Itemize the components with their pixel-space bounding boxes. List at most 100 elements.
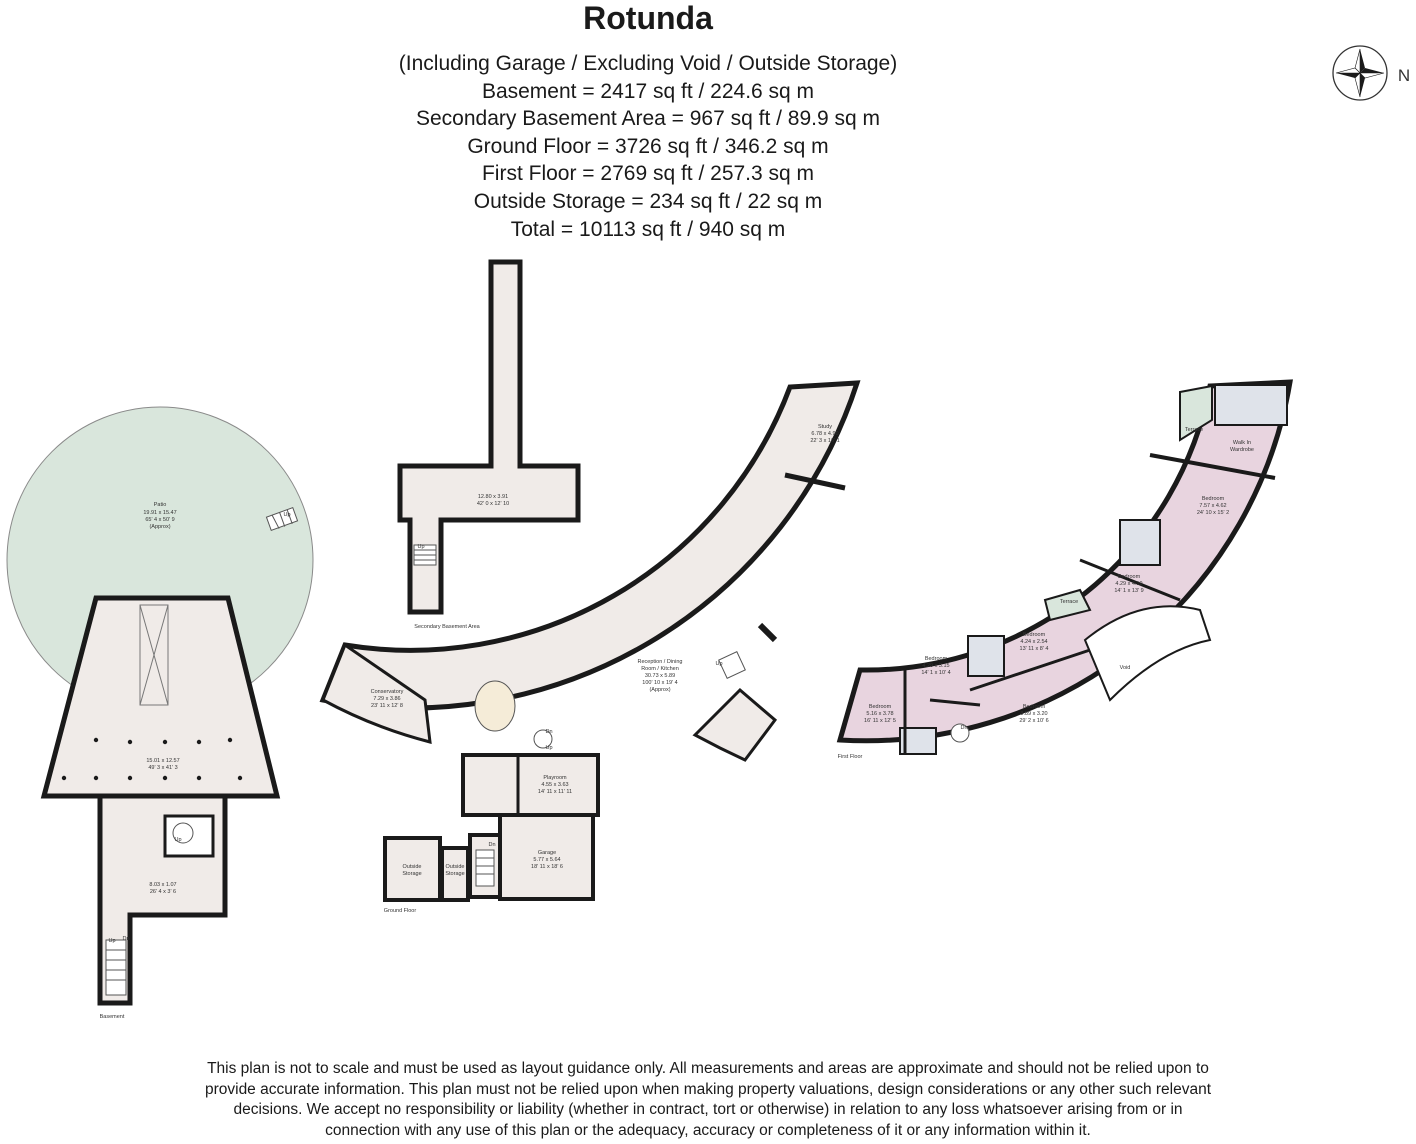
bathroom xyxy=(1119,519,1161,566)
stair-label: Up xyxy=(545,745,552,751)
conservatory-room xyxy=(321,642,432,744)
rooflight-outline xyxy=(139,604,169,706)
study-wall xyxy=(784,472,846,491)
floor-name-secondary-basement: Secondary Basement Area xyxy=(414,624,480,630)
basement-lower-dims-ft: 26' 4 x 3' 6 xyxy=(150,889,176,895)
secondary-basement-dims-ft: 42' 0 x 12' 10 xyxy=(477,501,509,507)
bedroom-dims-ft: 14' 1 x 10' 4 xyxy=(921,670,950,676)
conservatory-dims-m: 7.29 x 3.86 xyxy=(373,696,400,702)
corridor-wall xyxy=(969,648,1091,692)
secondary-basement-plan: 12.80 x 3.91 42' 0 x 12' 10 Up Secondary… xyxy=(397,259,581,630)
disclaimer-line: provide accurate information. This plan … xyxy=(204,1080,1212,1098)
bedroom-dims-ft: 14' 1 x 13' 9 xyxy=(1114,588,1143,594)
void-label: Void xyxy=(1120,665,1131,671)
bedroom-dims-m: 4.29 x 3.15 xyxy=(922,663,949,669)
playroom-dims-ft: 14' 11 x 11' 11 xyxy=(538,789,572,795)
disclaimer: This plan is not to scale and must be us… xyxy=(60,1059,1356,1141)
patio-dims-ft: 65' 4 x 50' 9 xyxy=(145,517,174,523)
conservatory-label: Conservatory xyxy=(371,689,404,695)
playroom-label: Playroom xyxy=(543,775,567,781)
reception-dining-kitchen xyxy=(319,380,861,711)
stair-label: Up xyxy=(174,837,181,843)
ground-floor-plan: Study 6.78 x 4.90 22' 3 x 16' 1 Receptio… xyxy=(319,380,861,914)
basement-main-dims-ft: 49' 3 x 41' 3 xyxy=(148,765,177,771)
bedroom-dims-m: 8.89 x 3.20 xyxy=(1020,711,1047,717)
area-basement: Basement = 2417 sq ft / 224.6 sq m xyxy=(481,79,815,103)
area-total: Total = 10113 sq ft / 940 sq m xyxy=(510,217,786,241)
area-secondary-basement: Secondary Basement Area = 967 sq ft / 89… xyxy=(415,107,881,131)
outside-storage-1 xyxy=(383,836,442,902)
bedroom-dims-m: 4.24 x 2.54 xyxy=(1020,639,1047,645)
playroom-dims-m: 4.55 x 3.63 xyxy=(541,782,568,788)
bedroom-dims-ft: 13' 11 x 8' 4 xyxy=(1020,646,1049,652)
bedroom-label: Bedroom xyxy=(1023,632,1046,638)
playroom xyxy=(461,753,600,817)
stair-label: Up xyxy=(417,544,424,550)
first-floor-outline xyxy=(836,379,1293,744)
stairs-icon xyxy=(265,506,299,532)
reception-dims-ft: 100' 10 x 19' 4 xyxy=(642,680,677,686)
patio-note: (Approx) xyxy=(149,524,170,530)
compass-icon xyxy=(1332,45,1388,101)
storage-label-2: Storage xyxy=(402,871,421,877)
reception-dims-m: 30.73 x 5.89 xyxy=(645,673,675,679)
first-floor-plan: Terrace Terrace Walk In Wardrobe Bedroom… xyxy=(836,379,1293,760)
basement-plan: Patio 19.91 x 15.47 65' 4 x 50' 9 (Appro… xyxy=(6,406,314,1020)
spot-lights xyxy=(61,737,243,781)
reception-note: (Approx) xyxy=(649,687,670,693)
garage xyxy=(498,813,595,901)
outside-storage-2 xyxy=(440,846,470,902)
stair-label: Dn xyxy=(960,725,967,731)
floor-name-first: First Floor xyxy=(838,754,863,760)
bedroom-label: Bedroom xyxy=(869,704,892,710)
terrace-mid xyxy=(1043,588,1092,622)
stairs-icon xyxy=(475,849,495,887)
void-area xyxy=(1083,605,1212,702)
wardrobe-label-2: Wardrobe xyxy=(1230,447,1254,453)
reception-label: Reception / Dining xyxy=(638,659,683,665)
stair-label: Dn xyxy=(545,729,552,735)
stair-label: Up xyxy=(108,938,115,944)
storage-label-2: Storage xyxy=(445,871,464,877)
bedroom-wall xyxy=(1079,558,1181,602)
bedroom-label: Bedroom xyxy=(925,656,948,662)
bedroom-wall xyxy=(1149,453,1276,480)
interior-wall xyxy=(757,622,778,643)
terrace-top xyxy=(1179,384,1213,442)
floor-name-basement: Basement xyxy=(100,1014,125,1020)
secondary-stairs-icon xyxy=(413,544,437,566)
storage-label: Outside xyxy=(446,864,465,870)
bedroom-dims-m: 5.16 x 3.78 xyxy=(866,711,893,717)
bedroom-label: Bedroom xyxy=(1023,704,1046,710)
area-summary: (Including Garage / Excluding Void / Out… xyxy=(0,50,1296,243)
study-label: Study xyxy=(818,424,832,430)
conservatory-dims-ft: 23' 11 x 12' 8 xyxy=(371,703,403,709)
bathroom xyxy=(1214,384,1288,426)
wardrobe-label: Walk In xyxy=(1233,440,1251,446)
disclaimer-line: connection with any use of this plan or … xyxy=(325,1121,1091,1139)
stair-label: Dn xyxy=(122,936,129,942)
wc-lobby xyxy=(692,687,778,762)
garage-label: Garage xyxy=(538,850,556,856)
terrace-label: Terrace xyxy=(1060,599,1078,605)
spiral-stairs-icon xyxy=(950,723,970,743)
stair-label: Up xyxy=(283,512,290,518)
bedroom-label: Bedroom xyxy=(1202,496,1225,502)
reception-label-2: Room / Kitchen xyxy=(641,666,679,672)
patio-label: Patio xyxy=(154,502,167,508)
study-dims-m: 6.78 x 4.90 xyxy=(811,431,838,437)
kitchen-island xyxy=(474,680,516,732)
bedroom-dims-ft: 24' 10 x 15' 2 xyxy=(1197,510,1229,516)
garage-dims-m: 5.77 x 5.64 xyxy=(533,857,560,863)
stair-label: Up xyxy=(715,661,722,667)
study-dims-ft: 22' 3 x 16' 1 xyxy=(810,438,839,444)
storage-label: Outside xyxy=(403,864,422,870)
area-first-floor: First Floor = 2769 sq ft / 257.3 sq m xyxy=(481,162,815,186)
bedroom-dims-ft: 29' 2 x 10' 6 xyxy=(1019,718,1048,724)
garage-dims-ft: 18' 11 x 18' 6 xyxy=(531,864,563,870)
basement-main-room xyxy=(40,595,281,799)
floor-name-ground: Ground Floor xyxy=(384,908,417,914)
area-note: (Including Garage / Excluding Void / Out… xyxy=(398,52,898,75)
bedroom-dims-m: 7.57 x 4.62 xyxy=(1199,503,1226,509)
